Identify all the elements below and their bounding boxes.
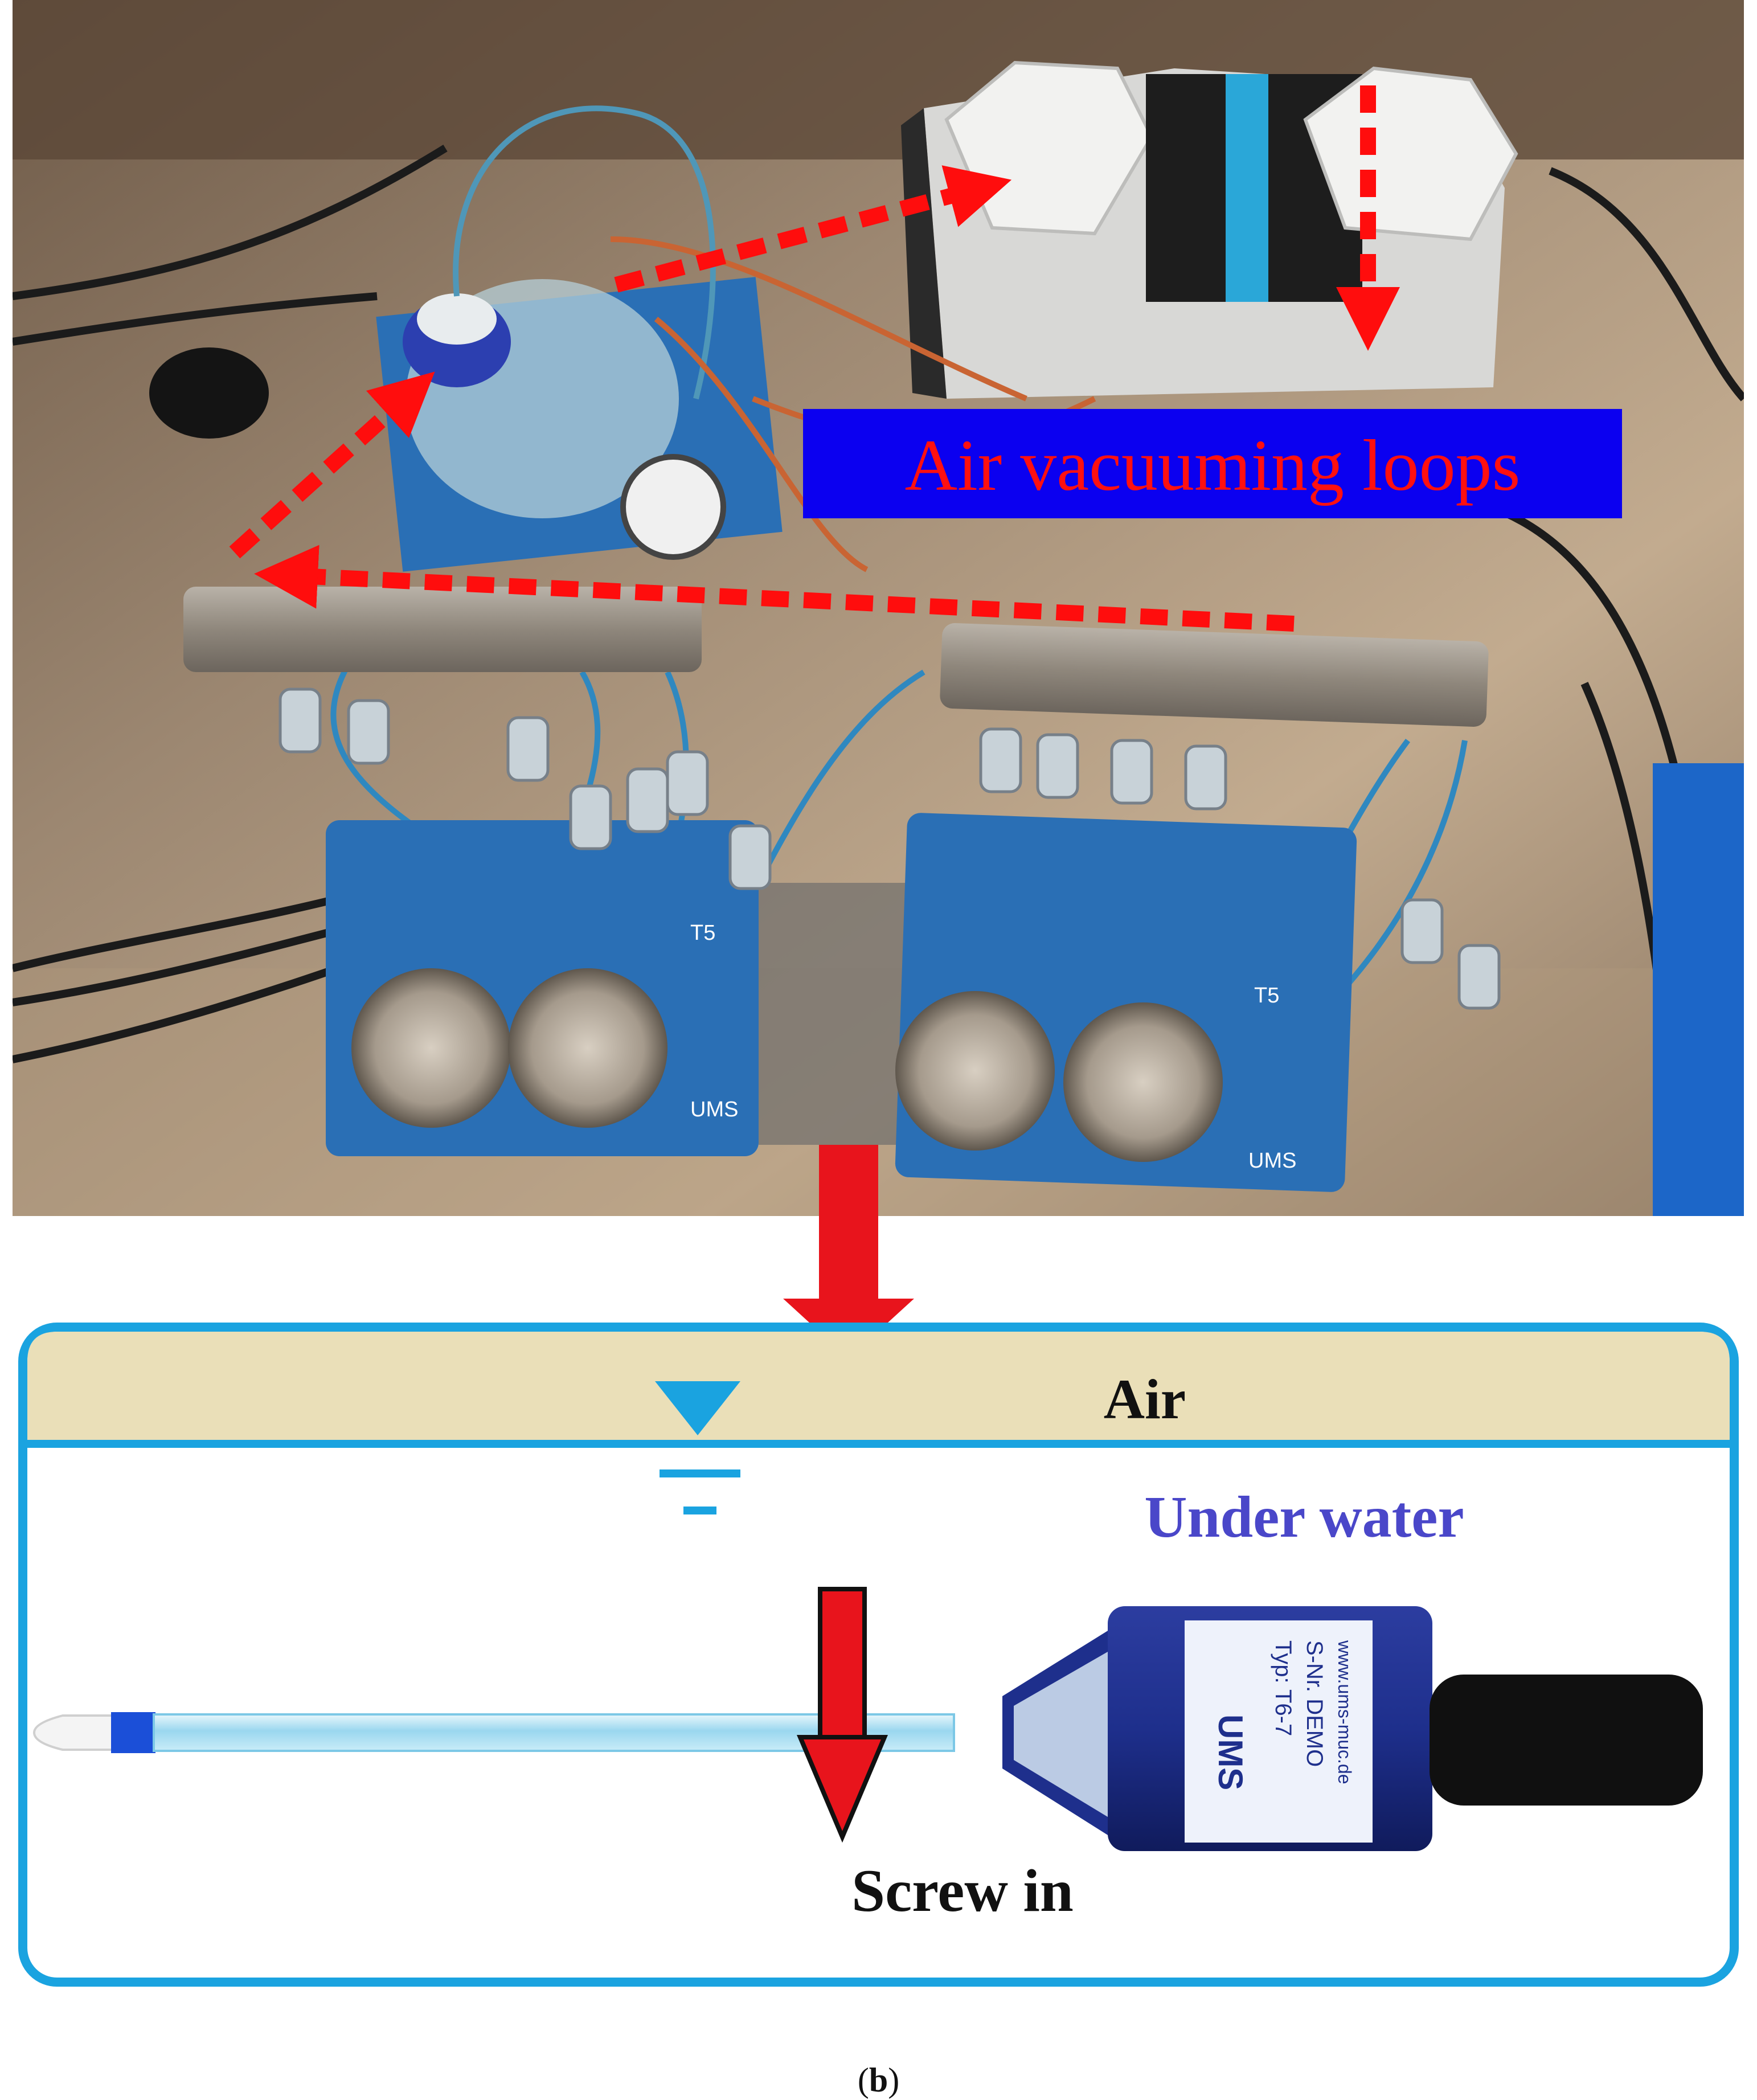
- manifold-left: [183, 587, 702, 672]
- sensor-serial: S-Nr. DEMO: [1302, 1640, 1327, 1767]
- tensiometer-panel-left: T5 UMS: [326, 820, 759, 1156]
- sensor-brand: UMS: [1211, 1714, 1250, 1790]
- vacuum-pump: [901, 60, 1518, 399]
- water-bottle: [376, 277, 783, 572]
- blue-box: [1653, 763, 1744, 1216]
- under-water-label: Under water: [1144, 1484, 1464, 1550]
- sensor-url: www.ums-muc.de: [1334, 1640, 1355, 1784]
- air-label: Air: [1104, 1368, 1186, 1431]
- lab-setup-photo: T5 UMS T5 UMS Air vacuuming loops: [13, 0, 1744, 1216]
- table-hole: [149, 347, 269, 439]
- brand-logo: UMS: [1248, 1149, 1296, 1173]
- water-level-icon: [655, 1381, 740, 1514]
- screw-in-label: Screw in: [851, 1857, 1074, 1924]
- airflow-arrows: [229, 85, 1400, 632]
- probe-diagram: Air Under water Screw in UMS Typ: T6-7 S…: [18, 1145, 1739, 1987]
- sensor-type: Typ: T6-7: [1271, 1640, 1296, 1736]
- caption-open: (: [857, 2061, 869, 2099]
- screw-in-arrow: [796, 1587, 888, 1843]
- caption-letter: b: [869, 2061, 888, 2099]
- valves: [279, 687, 1501, 1010]
- panel-label: T5: [1254, 984, 1279, 1008]
- sensor-head: UMS Typ: T6-7 S-Nr. DEMO www.ums-muc.de: [1002, 1606, 1703, 1851]
- arrow-bottle-to-pump: [614, 165, 1012, 293]
- figure-caption: (b): [0, 2061, 1757, 2100]
- pressure-gauge: [620, 454, 726, 560]
- caption-close: ): [888, 2061, 900, 2099]
- panel-label: T5: [690, 921, 715, 945]
- tensiometer-panel-right: T5 UMS: [895, 813, 1357, 1192]
- air-vacuuming-label: Air vacuuming loops: [905, 425, 1521, 506]
- manifold-right: [940, 623, 1489, 727]
- air-vacuuming-label-bg: [803, 409, 1622, 518]
- brand-logo: UMS: [690, 1098, 738, 1121]
